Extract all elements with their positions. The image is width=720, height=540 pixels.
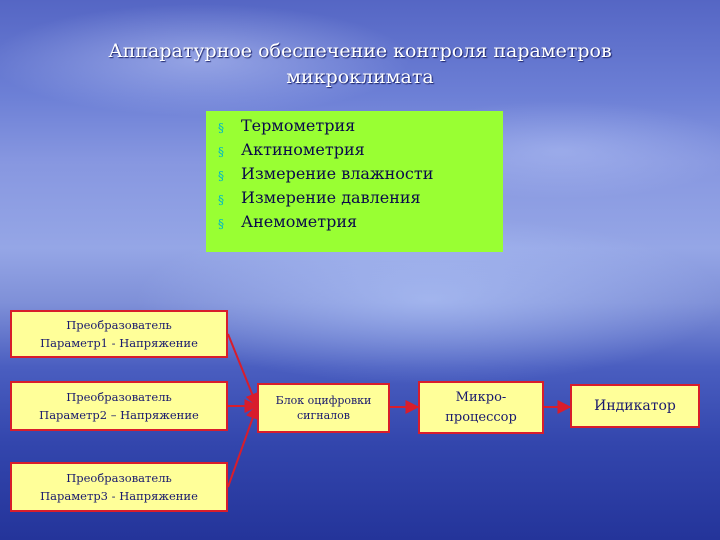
methods-box: § Термометрия § Актинометрия § Измерение… — [206, 111, 503, 252]
digitizer-line-2: сигналов — [297, 409, 350, 422]
bullet-icon: § — [218, 193, 224, 207]
method-label: Измерение влажности — [241, 164, 434, 183]
method-item-actinometry: § Актинометрия — [206, 139, 503, 163]
title-line-2: микроклимата — [286, 66, 434, 88]
method-item-anemometry: § Анемометрия — [206, 211, 503, 235]
converter-3-subtitle: Параметр3 - Напряжение — [40, 489, 198, 503]
converter-block-3: Преобразователь Параметр3 - Напряжение — [10, 462, 228, 512]
microprocessor-block: Микро- процессор — [418, 381, 544, 434]
method-label: Актинометрия — [241, 140, 365, 159]
method-item-pressure: § Измерение давления — [206, 187, 503, 211]
converter-1-title: Преобразователь — [66, 318, 172, 332]
indicator-block: Индикатор — [570, 384, 700, 428]
converter-1-subtitle: Параметр1 - Напряжение — [40, 336, 198, 350]
connector-converter3-digitizer — [227, 404, 260, 488]
method-label: Измерение давления — [241, 188, 421, 207]
microprocessor-line-1: Микро- — [455, 389, 507, 405]
converter-block-2: Преобразователь Параметр2 – Напряжение — [10, 381, 228, 431]
converter-3-title: Преобразователь — [66, 471, 172, 485]
connector-converter1-digitizer — [227, 333, 259, 408]
bullet-icon: § — [218, 121, 224, 135]
methods-list: § Термометрия § Актинометрия § Измерение… — [206, 115, 503, 235]
bullet-icon: § — [218, 217, 224, 231]
digitizer-line-1: Блок оцифровки — [275, 394, 372, 407]
bullet-icon: § — [218, 145, 224, 159]
converter-2-title: Преобразователь — [66, 390, 172, 404]
method-label: Анемометрия — [241, 212, 358, 231]
method-item-humidity: § Измерение влажности — [206, 163, 503, 187]
converter-block-1: Преобразователь Параметр1 - Напряжение — [10, 310, 228, 358]
microprocessor-line-2: процессор — [445, 409, 517, 425]
indicator-label: Индикатор — [594, 398, 676, 414]
method-item-thermometry: § Термометрия — [206, 115, 503, 139]
bullet-icon: § — [218, 169, 224, 183]
converter-2-subtitle: Параметр2 – Напряжение — [39, 408, 199, 422]
digitizer-block: Блок оцифровки сигналов — [257, 383, 390, 433]
slide-title: Аппаратурное обеспечение контроля параме… — [60, 38, 660, 90]
method-label: Термометрия — [241, 116, 356, 135]
title-line-1: Аппаратурное обеспечение контроля параме… — [108, 40, 612, 62]
